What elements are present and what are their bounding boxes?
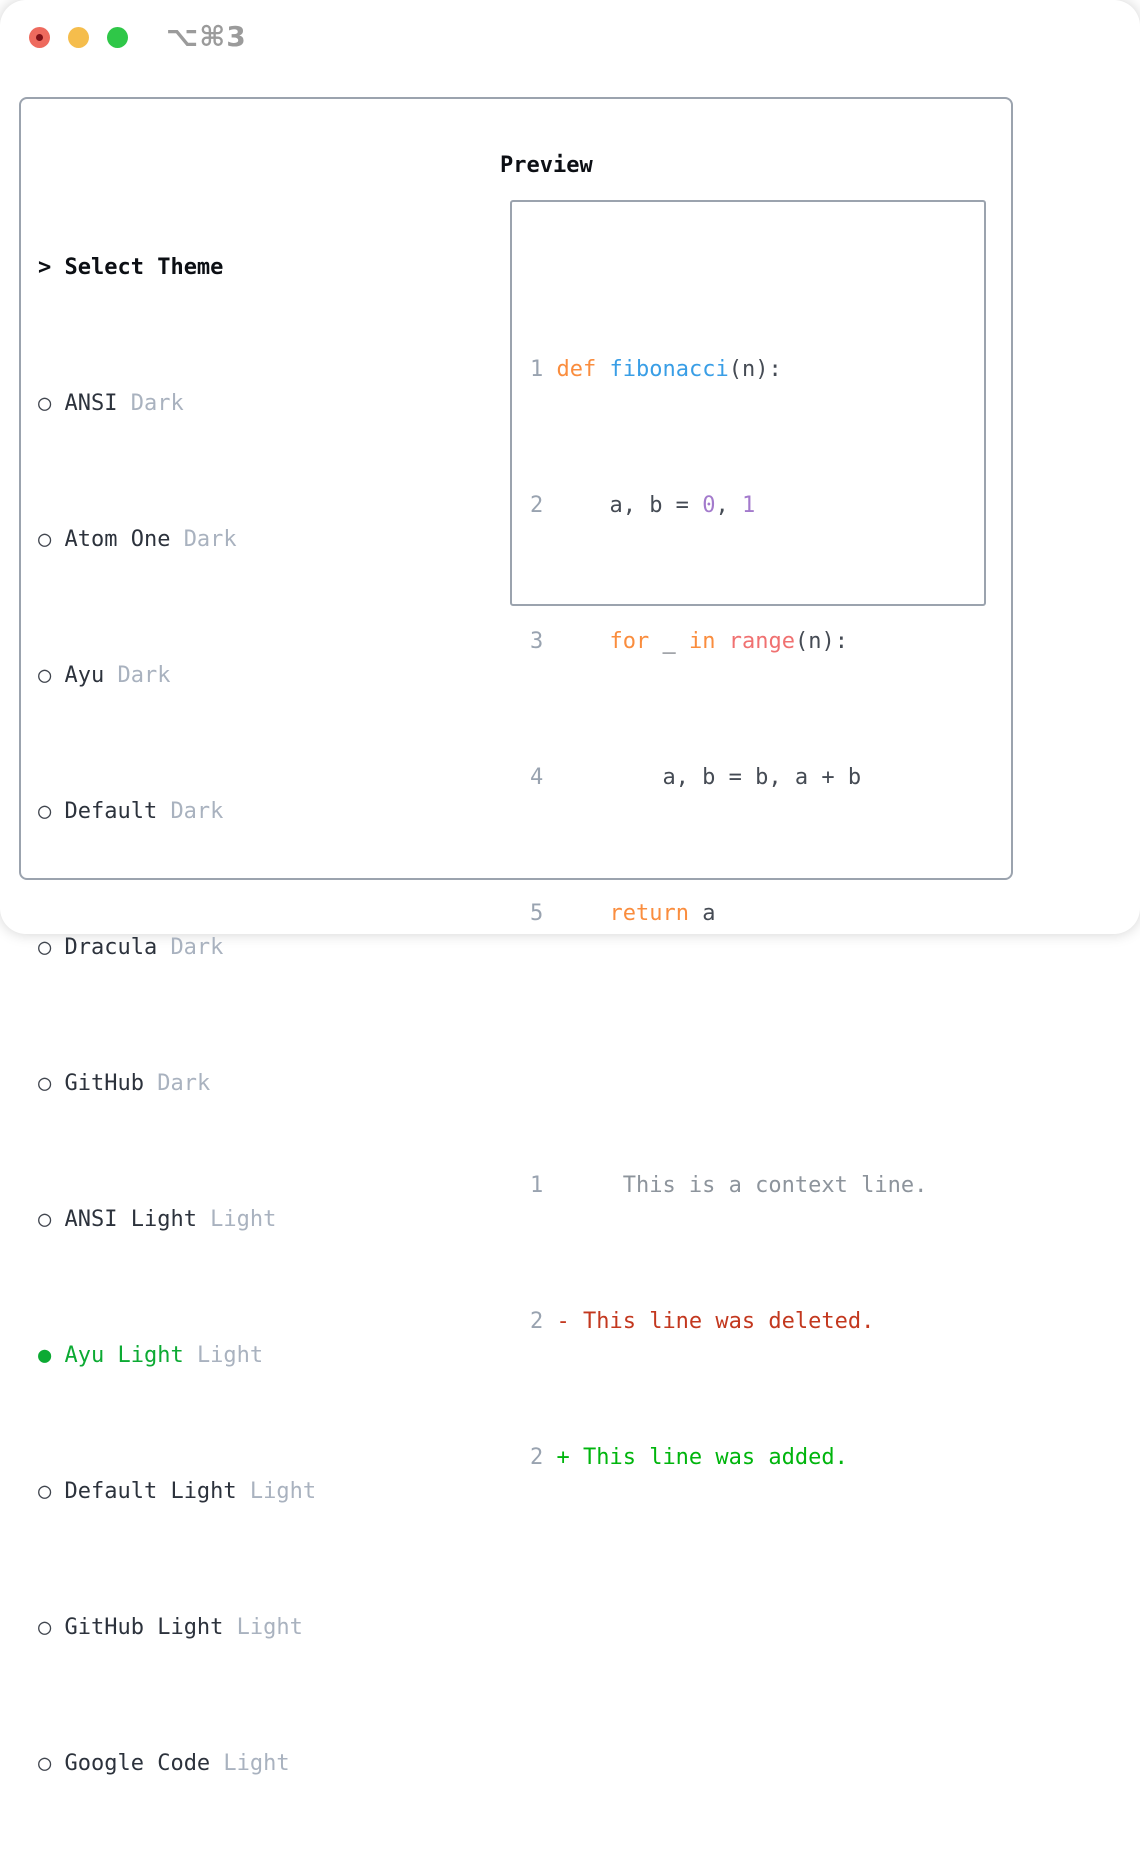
title-bar: ⌥⌘3 xyxy=(0,0,1140,74)
theme-variant-tag: Dark xyxy=(130,391,184,416)
diff-context-line: 1 This is a context line. xyxy=(530,1169,927,1203)
radio-unselected-icon: ○ xyxy=(38,1071,52,1096)
theme-item-github-light[interactable]: ○ GitHub Light Light xyxy=(38,1611,409,1645)
line-number: 3 xyxy=(530,629,544,654)
code-line: 2 a, b = 0, 1 xyxy=(530,489,927,523)
theme-name: Google Code xyxy=(64,1751,211,1776)
theme-item-ansi-dark[interactable]: ○ ANSI Dark xyxy=(38,387,409,421)
theme-name: Dracula xyxy=(64,935,158,960)
radio-selected-icon: ● xyxy=(38,1343,52,1368)
radio-unselected-icon: ○ xyxy=(38,1479,52,1504)
radio-unselected-icon: ○ xyxy=(38,799,52,824)
radio-unselected-icon: ○ xyxy=(38,1751,52,1776)
code-token xyxy=(543,901,609,926)
code-token: a xyxy=(688,901,716,926)
preview-header: Preview xyxy=(500,153,593,178)
theme-name: ANSI Light xyxy=(64,1207,197,1232)
code-token xyxy=(715,629,728,654)
keyword-token: for xyxy=(609,629,650,654)
line-number: 4 xyxy=(530,765,544,790)
code-line: 3 for _ in range(n): xyxy=(530,625,927,659)
deleted-text: - This line was deleted. xyxy=(543,1309,875,1334)
theme-variant-tag: Light xyxy=(196,1343,264,1368)
radio-unselected-icon: ○ xyxy=(38,935,52,960)
window-title: ⌥⌘3 xyxy=(166,20,247,53)
line-number: 2 xyxy=(530,493,544,518)
added-text: + This line was added. xyxy=(543,1445,848,1470)
preview-box: 1 def fibonacci(n): 2 a, b = 0, 1 3 for … xyxy=(510,200,986,1470)
code-line: 5 return a xyxy=(530,897,927,931)
line-number: 2 xyxy=(530,1445,544,1470)
theme-item-google-code[interactable]: ○ Google Code Light xyxy=(38,1747,409,1781)
code-preview: 1 def fibonacci(n): 2 a, b = 0, 1 3 for … xyxy=(530,251,927,1577)
code-token: a, b = b, a + b xyxy=(543,765,862,790)
theme-name: Default xyxy=(64,799,158,824)
theme-variant-tag: Light xyxy=(210,1207,277,1232)
radio-unselected-icon: ○ xyxy=(38,663,52,688)
code-token: a, b = xyxy=(543,493,703,518)
theme-variant-tag: Light xyxy=(223,1751,290,1776)
code-line: 4 a, b = b, a + b xyxy=(530,761,927,795)
code-line: 1 def fibonacci(n): xyxy=(530,353,927,387)
minimize-button[interactable] xyxy=(68,27,89,48)
radio-unselected-icon: ○ xyxy=(38,527,52,552)
line-number: 1 xyxy=(530,1173,544,1198)
theme-variant-tag: Dark xyxy=(170,935,224,960)
keyword-token: return xyxy=(609,901,689,926)
theme-item-atom-one-dark[interactable]: ○ Atom One Dark xyxy=(38,523,409,557)
radio-unselected-icon: ○ xyxy=(38,1615,52,1640)
theme-name: Ayu xyxy=(64,663,105,688)
code-token: (n): xyxy=(794,629,848,654)
line-number: 5 xyxy=(530,901,544,926)
code-token xyxy=(543,629,609,654)
focus-caret-icon: > xyxy=(38,255,52,280)
traffic-lights xyxy=(29,27,128,48)
theme-name: Default Light xyxy=(64,1479,237,1504)
theme-variant-tag: Dark xyxy=(170,799,224,824)
theme-variant-tag: Dark xyxy=(157,1071,211,1096)
close-button[interactable] xyxy=(29,27,50,48)
theme-variant-tag: Light xyxy=(249,1479,317,1504)
select-theme-header: > Select Theme xyxy=(38,251,409,285)
number-token: 1 xyxy=(741,493,756,518)
theme-item-default-dark[interactable]: ○ Default Dark xyxy=(38,795,409,829)
context-text: This is a context line. xyxy=(543,1173,928,1198)
code-token: , xyxy=(715,493,742,518)
diff-added-line: 2 + This line was added. xyxy=(530,1441,927,1475)
code-token: _ xyxy=(649,629,689,654)
theme-variant-tag: Dark xyxy=(117,663,171,688)
theme-name: ANSI xyxy=(64,391,118,416)
theme-name: GitHub xyxy=(64,1071,144,1096)
theme-name: Atom One xyxy=(64,527,171,552)
diff-deleted-line: 2 - This line was deleted. xyxy=(530,1305,927,1339)
theme-item-default-light[interactable]: ○ Default Light Light xyxy=(38,1475,409,1509)
theme-variant-tag: Light xyxy=(236,1615,303,1640)
blank-line xyxy=(530,1033,927,1067)
zoom-button[interactable] xyxy=(107,27,128,48)
line-number: 2 xyxy=(530,1309,544,1334)
code-token: (n): xyxy=(728,357,782,382)
theme-item-ayu-dark[interactable]: ○ Ayu Dark xyxy=(38,659,409,693)
select-theme-label: Select Theme xyxy=(64,255,224,280)
code-token xyxy=(543,357,556,382)
radio-unselected-icon: ○ xyxy=(38,391,52,416)
theme-item-github-dark[interactable]: ○ GitHub Dark xyxy=(38,1067,409,1101)
keyword-token: in xyxy=(688,629,716,654)
theme-name: GitHub Light xyxy=(64,1615,224,1640)
radio-unselected-icon: ○ xyxy=(38,1207,52,1232)
theme-item-dracula-dark[interactable]: ○ Dracula Dark xyxy=(38,931,409,965)
theme-item-ansi-light[interactable]: ○ ANSI Light Light xyxy=(38,1203,409,1237)
keyword-token: def xyxy=(556,357,597,382)
number-token: 0 xyxy=(702,493,716,518)
theme-item-ayu-light[interactable]: ● Ayu Light Light xyxy=(38,1339,409,1373)
theme-name: Ayu Light xyxy=(64,1343,184,1368)
builtin-token: range xyxy=(728,629,795,654)
theme-variant-tag: Dark xyxy=(183,527,237,552)
code-token xyxy=(596,357,609,382)
line-number: 1 xyxy=(530,357,544,382)
function-token: fibonacci xyxy=(609,357,729,382)
